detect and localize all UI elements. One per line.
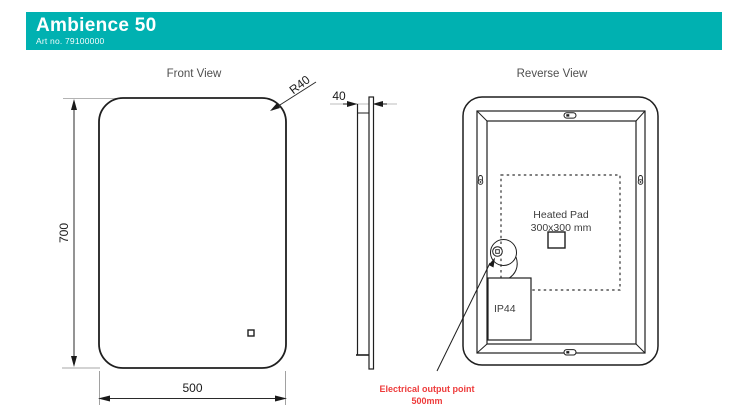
corner-radius-callout: R40 bbox=[270, 72, 317, 111]
dim-height: 700 bbox=[57, 99, 77, 367]
junction-box bbox=[547, 231, 566, 249]
output-point bbox=[495, 249, 500, 254]
electrical-note-line2: 500mm bbox=[411, 396, 442, 406]
product-title: Ambience 50 bbox=[36, 15, 157, 36]
arrowhead-up bbox=[71, 99, 77, 110]
keyhole-top-icon bbox=[563, 112, 577, 119]
arrowhead-down bbox=[71, 356, 77, 367]
hanger-left-icon bbox=[477, 175, 484, 185]
reverse-view: Reverse View Heated Pad bbox=[462, 68, 659, 366]
front-view-title: Front View bbox=[167, 68, 222, 80]
frame-outer bbox=[476, 110, 646, 354]
electrical-annotation: Electrical output point 500mm bbox=[379, 257, 495, 406]
frame-bevel-br bbox=[635, 343, 646, 354]
ip44-label: IP44 bbox=[494, 303, 516, 315]
arrowhead-left bbox=[98, 395, 110, 402]
frame-inner bbox=[486, 120, 637, 345]
frame-bevel-tl bbox=[476, 110, 488, 122]
product-art-number: Art no. 79100000 bbox=[36, 36, 105, 46]
dim-depth-label: 40 bbox=[332, 89, 346, 103]
profile-glass bbox=[368, 96, 375, 370]
cable-coil bbox=[490, 239, 518, 279]
keyhole-bottom-icon bbox=[563, 349, 577, 356]
electrical-note-line1: Electrical output point bbox=[379, 384, 474, 394]
arrowhead-depth-left bbox=[347, 101, 358, 107]
frame-bevel-bl bbox=[476, 343, 488, 354]
corner-radius-label: R40 bbox=[287, 72, 313, 97]
reverse-outer-outline bbox=[462, 96, 659, 366]
product-header: Ambience 50 Art no. 79100000 bbox=[26, 12, 722, 50]
touch-sensor bbox=[247, 329, 255, 337]
dim-width: 500 bbox=[98, 381, 287, 402]
arrowhead-right bbox=[275, 395, 287, 402]
frame-bevel-tr bbox=[635, 110, 646, 122]
dim-width-label: 500 bbox=[182, 381, 202, 395]
front-view: Front View 700 500 R40 bbox=[57, 68, 317, 405]
arrowhead-depth-right bbox=[372, 101, 383, 107]
heated-pad-area bbox=[500, 174, 621, 291]
heated-pad-size: 300x300 mm bbox=[531, 222, 592, 234]
dim-height-label: 700 bbox=[57, 223, 71, 243]
heated-pad-label: Heated Pad bbox=[533, 209, 589, 221]
mirror-outline bbox=[98, 97, 287, 369]
reverse-view-title: Reverse View bbox=[517, 68, 588, 80]
electrical-leader-line bbox=[436, 262, 491, 372]
ip44-box bbox=[487, 277, 532, 341]
arrowhead-electrical bbox=[488, 257, 495, 268]
hanger-right-icon bbox=[637, 175, 644, 185]
side-view: 40 bbox=[330, 89, 397, 370]
arrowhead-corner bbox=[270, 103, 280, 111]
